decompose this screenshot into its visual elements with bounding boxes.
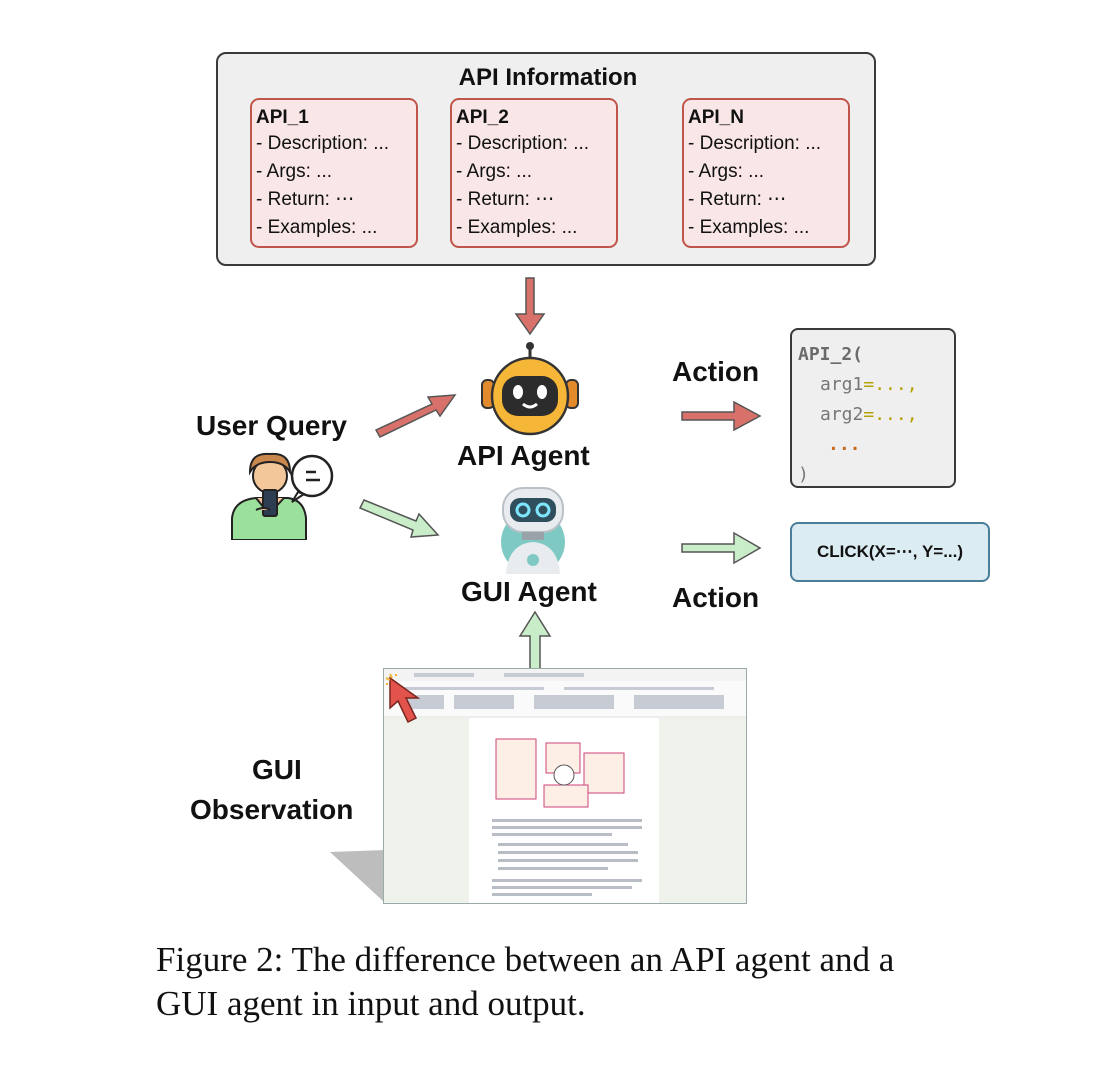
api-card-1: API_1 - Description: ... - Args: ... - R… bbox=[250, 98, 418, 248]
api-card-n: API_N - Description: ... - Args: ... - R… bbox=[682, 98, 850, 248]
gui-observation-label-line2: Observation bbox=[190, 794, 354, 825]
screenshot-shadow bbox=[330, 850, 384, 902]
arrow-user-to-gui-agent bbox=[358, 499, 440, 538]
action-label-top: Action bbox=[672, 356, 760, 387]
figure-caption: Figure 2: The difference between an API … bbox=[156, 938, 1056, 1026]
api-card-2: API_2 - Description: ... - Args: ... - R… bbox=[450, 98, 618, 248]
arg2-name: arg2 bbox=[820, 404, 864, 425]
api-card-line: - Args: ... bbox=[256, 161, 333, 182]
arrow-api-agent-to-action bbox=[681, 400, 762, 432]
api-card-line: - Description: ... bbox=[688, 133, 822, 154]
api-card-name: API_N bbox=[688, 107, 744, 128]
caption-line-1: Figure 2: The difference between an API … bbox=[156, 940, 895, 979]
api-card-line: - Return: ⋯ bbox=[688, 189, 787, 210]
red-cursor-icon bbox=[386, 674, 421, 724]
arrow-api-info-to-agent bbox=[514, 277, 546, 336]
teal-robot-icon bbox=[501, 487, 565, 574]
gui-screenshot-thumbnail bbox=[383, 668, 747, 904]
caption-line-2: GUI agent in input and output. bbox=[156, 984, 586, 1023]
api-card-line: - Examples: ... bbox=[688, 217, 810, 238]
yellow-robot-icon bbox=[481, 342, 579, 436]
arrow-gui-agent-to-action bbox=[681, 531, 762, 565]
word-window-thumbnail bbox=[384, 669, 746, 903]
api-card-line: - Args: ... bbox=[688, 161, 765, 182]
args-ellipsis: ... bbox=[828, 434, 861, 455]
user-with-phone-icon bbox=[231, 452, 334, 540]
user-query-label: User Query bbox=[196, 410, 347, 441]
gui-observation-label-line1: GUI bbox=[252, 754, 302, 785]
api-call-name: API_2( bbox=[798, 344, 864, 365]
api-card-line: - Description: ... bbox=[456, 133, 590, 154]
api-card-line: - Description: ... bbox=[256, 133, 390, 154]
api-agent-label: API Agent bbox=[457, 440, 590, 471]
gui-action-text: CLICK(X=⋯, Y=...) bbox=[816, 542, 964, 561]
api-card-line: - Return: ⋯ bbox=[456, 189, 555, 210]
api-card-line: - Return: ⋯ bbox=[256, 189, 355, 210]
api-card-line: - Examples: ... bbox=[256, 217, 378, 238]
api-call-close: ) bbox=[798, 464, 809, 485]
api-card-line: - Args: ... bbox=[456, 161, 533, 182]
api-action-code-box: API_2( arg1=..., arg2=..., ... ) bbox=[790, 328, 956, 488]
action-label-bottom: Action bbox=[672, 582, 760, 613]
arrow-user-to-api-agent bbox=[374, 394, 457, 438]
api-card-name: API_2 bbox=[456, 107, 509, 128]
arg2-value: =..., bbox=[863, 404, 918, 425]
gui-action-box: CLICK(X=⋯, Y=...) bbox=[790, 522, 990, 582]
arg1-name: arg1 bbox=[820, 374, 864, 395]
arg1-value: =..., bbox=[863, 374, 918, 395]
arrow-observation-to-gui-agent bbox=[518, 610, 552, 673]
api-information-panel: API Information API_1 - Description: ...… bbox=[216, 52, 876, 266]
api-card-name: API_1 bbox=[256, 107, 309, 128]
api-panel-title: API Information bbox=[458, 64, 638, 91]
api-card-line: - Examples: ... bbox=[456, 217, 578, 238]
gui-agent-label: GUI Agent bbox=[461, 576, 597, 607]
